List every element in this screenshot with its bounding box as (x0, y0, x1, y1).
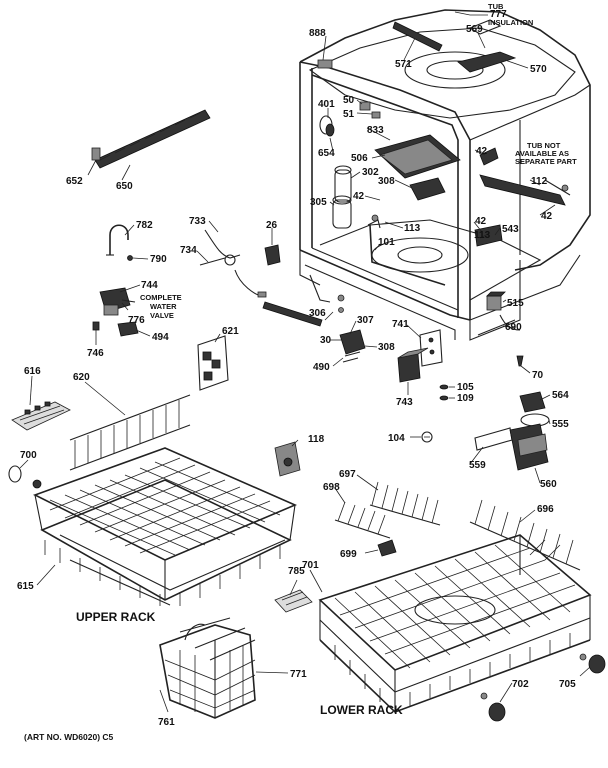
label-308-lower: 308 (378, 342, 395, 353)
label-833: 833 (367, 125, 384, 136)
label-570: 570 (530, 64, 547, 75)
caption-upper-rack: UPPER RACK (76, 610, 156, 624)
label-490: 490 (313, 362, 330, 373)
label-506: 506 (351, 153, 368, 164)
silverware-basket (159, 617, 256, 719)
label-51: 51 (343, 109, 355, 120)
label-515: 515 (507, 298, 524, 309)
label-42-far-right: 42 (541, 211, 553, 222)
label-652: 652 (66, 176, 83, 187)
label-26: 26 (266, 220, 278, 231)
label-621: 621 (222, 326, 239, 337)
label-305: 305 (310, 197, 327, 208)
label-564: 564 (552, 390, 569, 401)
label-741: 741 (392, 319, 409, 330)
label-302: 302 (362, 167, 379, 178)
label-112: 112 (531, 176, 548, 187)
label-700: 700 (20, 450, 37, 461)
label-543: 543 (502, 224, 519, 235)
label-306: 306 (309, 308, 326, 319)
label-743: 743 (396, 397, 413, 408)
label-104: 104 (388, 433, 405, 444)
label-401: 401 (318, 99, 335, 110)
label-571: 571 (395, 59, 412, 70)
caption-lower-rack: LOWER RACK (320, 703, 403, 717)
label-70: 70 (532, 370, 544, 381)
label-777: 777 (490, 9, 507, 20)
label-697: 697 (339, 469, 356, 480)
label-734: 734 (180, 245, 197, 256)
label-746: 746 (87, 348, 104, 359)
label-30: 30 (320, 335, 332, 346)
note-tub-insulation-line2: INSULATION (488, 18, 533, 27)
label-113-left: 113 (404, 223, 421, 234)
label-42-top-right: 42 (476, 146, 488, 157)
label-790: 790 (150, 254, 167, 265)
label-308-upper: 308 (378, 176, 395, 187)
label-113-right: 113 (474, 230, 491, 241)
label-654: 654 (318, 148, 335, 159)
label-118: 118 (308, 434, 325, 445)
label-888: 888 (309, 28, 326, 39)
note-valve-line1: COMPLETE (140, 293, 182, 302)
label-42-lower-right: 42 (475, 216, 487, 227)
captions: UPPER RACK LOWER RACK (ART NO. WD6020) C… (24, 610, 403, 742)
note-tub-insulation-line1: TUB (488, 2, 504, 11)
label-650: 650 (116, 181, 133, 192)
label-560: 560 (540, 479, 557, 490)
label-109: 109 (457, 393, 474, 404)
part-labels: 777 569 888 571 570 50 401 51 833 654 50… (17, 9, 576, 728)
label-615: 615 (17, 581, 34, 592)
label-494: 494 (152, 332, 169, 343)
label-42-left: 42 (353, 191, 365, 202)
label-569: 569 (466, 24, 483, 35)
label-50: 50 (343, 95, 355, 106)
label-616: 616 (24, 366, 41, 377)
label-771: 771 (290, 669, 307, 680)
notes: TUB INSULATION TUB NOT AVAILABLE AS SEPA… (140, 2, 577, 320)
label-705: 705 (559, 679, 576, 690)
label-761: 761 (158, 717, 175, 728)
art-number: (ART NO. WD6020) C5 (24, 732, 114, 742)
tine-rows (334, 481, 581, 571)
lower-rack-drawing (318, 534, 592, 713)
label-555: 555 (552, 419, 569, 430)
label-105: 105 (457, 382, 474, 393)
tub-assembly (299, 9, 591, 341)
left-small-parts (8, 109, 606, 722)
label-699: 699 (340, 549, 357, 560)
label-733: 733 (189, 216, 206, 227)
label-690: 690 (505, 322, 522, 333)
note-valve-line3: VALVE (150, 311, 174, 320)
label-307: 307 (357, 315, 374, 326)
label-698: 698 (323, 482, 340, 493)
label-702: 702 (512, 679, 529, 690)
label-101: 101 (378, 237, 395, 248)
note-tub-not-line2: AVAILABLE AS (515, 149, 569, 158)
upper-rack-drawing (32, 447, 298, 606)
label-785: 785 (288, 566, 305, 577)
label-620: 620 (73, 372, 90, 383)
leader-lines (19, 11, 591, 713)
note-tub-not-line1: TUB NOT (527, 141, 561, 150)
note-tub-not-line3: SEPARATE PART (515, 157, 577, 166)
label-559: 559 (469, 460, 486, 471)
label-701: 701 (302, 560, 319, 571)
label-776: 776 (128, 315, 145, 326)
label-696: 696 (537, 504, 554, 515)
note-valve-line2: WATER (150, 302, 177, 311)
label-782: 782 (136, 220, 153, 231)
label-744: 744 (141, 280, 158, 291)
